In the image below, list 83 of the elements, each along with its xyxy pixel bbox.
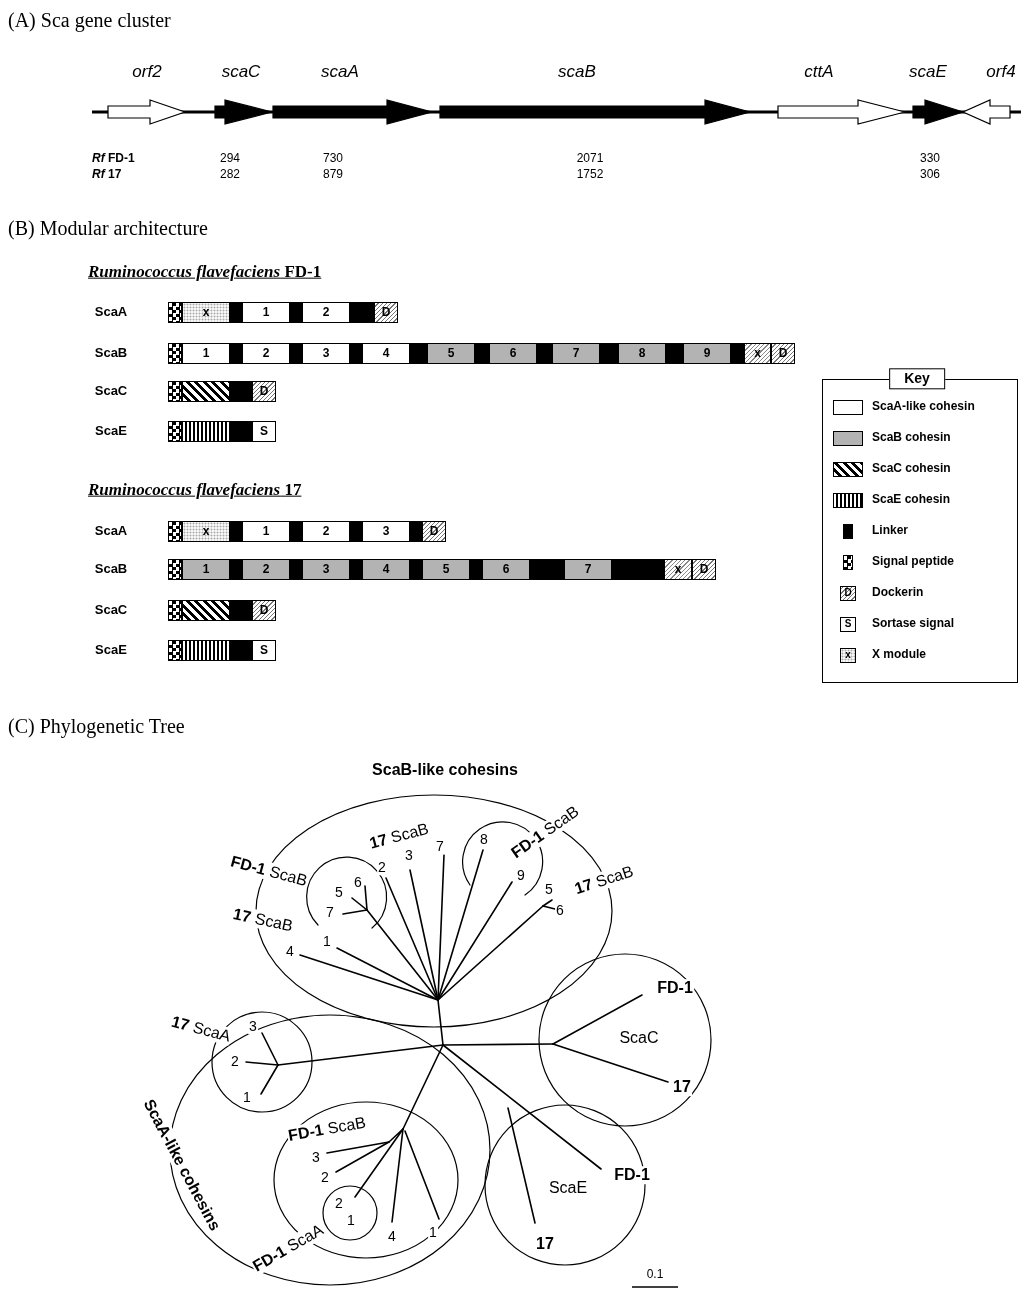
cohesin-module: 2 [242,342,290,364]
protein-name: ScaB [94,345,128,361]
gene-name: scaC [221,62,261,82]
cohesin-module: 5 [422,558,470,580]
dockerin-module: D [252,599,276,621]
legend-label: ScaB cohesin [872,431,951,445]
panel-heading: (C) Phylogenetic Tree [8,715,185,737]
gene-name: cttA [804,62,834,82]
sortase-signal-module: S [252,639,276,661]
protein-length: 330 [920,152,940,166]
species-heading: Ruminococcus flavefaciens FD-1 [88,262,322,282]
legend-label: Dockerin [872,586,924,600]
strain-label: 17 [672,1078,692,1096]
cohesin-module: 2 [302,520,350,542]
protein-name: ScaE [95,423,127,439]
protein-name: ScaB [94,561,128,577]
gene-name: orf2 [132,62,162,82]
protein-length: 306 [920,168,940,182]
dockerin-module: D [422,520,446,542]
cohesin-module: 7 [564,558,612,580]
panel-heading: (B) Modular architecture [8,217,208,239]
cohesin-module: 1 [182,558,230,580]
cohesin-module: 1 [182,342,230,364]
gene-name: scaB [558,62,596,82]
protein-length: 294 [220,152,240,166]
dockerin-module: D [771,342,795,364]
dockerin-module: D [374,301,398,323]
gene-name: scaA [321,62,359,82]
cohesin-module: 1 [242,301,290,323]
sortase-signal-module: S [252,420,276,442]
cohesin-module: 4 [362,342,410,364]
gene-name: orf4 [986,62,1016,82]
x-module: x [182,301,230,323]
panel-heading: (A) Sca gene cluster [8,9,171,31]
species-heading: Ruminococcus flavefaciens 17 [88,480,302,500]
legend-label: ScaC cohesin [872,462,951,476]
legend-swatch: S [840,616,856,632]
legend-swatch: D [840,585,856,601]
protein-name: ScaA [94,304,128,320]
protein-length: 282 [220,168,240,182]
legend-swatch: x [840,647,856,663]
legend-label: ScaE cohesin [872,493,951,507]
legend-label: Linker [872,524,908,538]
protein-length: 879 [323,168,343,182]
protein-length: 2071 [576,152,604,166]
cohesin-module: 5 [427,342,475,364]
dockerin-module: D [252,380,276,402]
protein-name: ScaC [94,602,128,618]
key-heading: Key [889,368,945,390]
cohesin-module: 6 [489,342,537,364]
cohesin-module: 2 [242,558,290,580]
protein-name: ScaE [95,642,127,658]
legend-label: X module [872,648,926,662]
branch-number: 3 [248,1019,258,1035]
scale-label: 0.1 [646,1268,664,1282]
x-module: x [664,558,692,580]
cohesin-module: 4 [362,558,410,580]
cohesin-module: 1 [242,520,290,542]
cohesin-module: 8 [618,342,666,364]
cohesin-module: 2 [302,301,350,323]
legend-label: Signal peptide [872,555,954,569]
protein-name: ScaA [94,523,128,539]
gene-name: scaE [909,62,947,82]
x-module: x [182,520,230,542]
protein-name: ScaC [94,383,128,399]
branch-number: 1 [428,1225,438,1241]
strain-label: Rf FD-1 [92,152,135,166]
cohesin-module: 7 [552,342,600,364]
strain-label: FD-1 [613,1166,651,1184]
cohesin-module: 6 [482,558,530,580]
legend-label: Sortase signal [872,617,955,631]
protein-length: 1752 [576,168,604,182]
cohesin-module: 3 [302,342,350,364]
cohesin-module: 9 [683,342,731,364]
dockerin-module: D [692,558,716,580]
legend-label: ScaA-like cohesin [872,400,975,414]
strain-label: Rf 17 [92,168,122,182]
cohesin-module: 3 [302,558,350,580]
branch-number: 7 [435,839,445,855]
protein-length: 730 [323,152,343,166]
x-module: x [744,342,771,364]
branch-number: 2 [377,860,387,876]
cohesin-module: 3 [362,520,410,542]
